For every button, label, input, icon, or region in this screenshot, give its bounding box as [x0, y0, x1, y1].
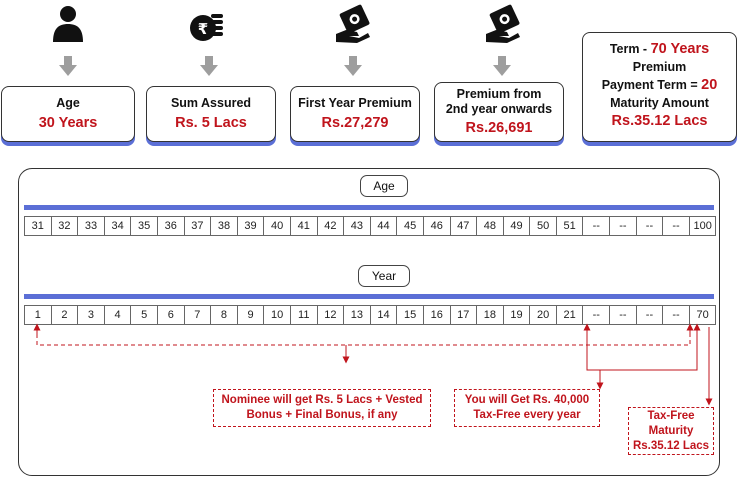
year-cell: 9 [236, 305, 265, 325]
year-cell: 17 [449, 305, 478, 325]
later-premium-value: Rs.26,691 [465, 119, 533, 136]
maturity-note-line-1: Tax-Free [647, 409, 695, 422]
down-arrow-icon [200, 56, 218, 76]
sum-assured-value: Rs. 5 Lacs [175, 114, 247, 131]
age-card-label: Age [56, 95, 80, 110]
year-cell: 7 [183, 305, 212, 325]
year-cell: 2 [50, 305, 79, 325]
payment-term-label: Payment Term = [601, 78, 702, 92]
age-cell: 50 [529, 216, 557, 236]
sum-assured-label: Sum Assured [170, 95, 252, 110]
year-cell: 14 [369, 305, 398, 325]
year-cell: -- [609, 305, 637, 325]
year-cell: 16 [422, 305, 451, 325]
year-cell: 15 [396, 305, 424, 325]
age-cell: 31 [24, 216, 52, 236]
age-cell: 45 [396, 216, 424, 236]
age-cell: -- [662, 216, 690, 236]
age-cell: 47 [449, 216, 478, 236]
sum-assured-card: Sum Assured Rs. 5 Lacs [146, 86, 276, 142]
age-cell: -- [609, 216, 637, 236]
maturity-amount-value: Rs.35.12 Lacs [611, 113, 708, 129]
year-cell: 10 [263, 305, 291, 325]
down-arrow-icon [59, 56, 77, 76]
year-cell: 8 [210, 305, 238, 325]
income-note-line-1: You will Get Rs. 40,000 [464, 394, 590, 406]
age-card: Age 30 Years [1, 86, 135, 142]
later-premium-label: Premium from 2nd year onwards [445, 86, 553, 116]
down-arrow-icon [493, 56, 511, 76]
year-cell: 21 [555, 305, 584, 325]
age-cell: 43 [343, 216, 371, 236]
year-cell: 1 [24, 305, 52, 325]
age-cell: 35 [130, 216, 158, 236]
year-cell: 4 [103, 305, 132, 325]
year-cell: -- [662, 305, 690, 325]
age-cell: 41 [289, 216, 318, 236]
age-cell: 44 [369, 216, 398, 236]
rupee-coins-icon: ₹ [190, 14, 223, 41]
age-cell: 32 [50, 216, 79, 236]
down-arrow-icon [344, 56, 362, 76]
term-card: Term - 70 Years Premium Payment Term = 2… [582, 32, 737, 142]
first-year-premium-card: First Year Premium Rs.27,279 [290, 86, 420, 142]
term-value: 70 Years [650, 41, 710, 57]
age-heading: Age [360, 175, 408, 197]
payment-term-value: 20 [701, 77, 718, 93]
premium-line: Premium [632, 60, 687, 74]
nominee-note-line-1: Nominee will get Rs. 5 Lacs + Vested [221, 394, 423, 406]
age-cell: 100 [688, 216, 717, 236]
age-cell: 34 [103, 216, 132, 236]
maturity-amount-line: Maturity Amount [610, 96, 709, 110]
first-year-premium-label: First Year Premium [298, 95, 412, 110]
age-cell: -- [635, 216, 664, 236]
year-cell: -- [635, 305, 664, 325]
year-cell: -- [582, 305, 611, 325]
age-cell: 48 [476, 216, 504, 236]
maturity-note-line-3: Rs.35.12 Lacs [632, 439, 710, 452]
age-cell: 42 [316, 216, 345, 236]
year-cell: 18 [476, 305, 504, 325]
year-cell: 12 [316, 305, 345, 325]
year-bar [24, 294, 714, 299]
age-cell: 37 [183, 216, 212, 236]
term-label: Term - [609, 42, 651, 56]
age-cell: 33 [77, 216, 105, 236]
age-cell: 38 [210, 216, 238, 236]
age-cell: 39 [236, 216, 265, 236]
year-cell: 3 [77, 305, 105, 325]
year-cell: 19 [502, 305, 531, 325]
income-note: You will Get Rs. 40,000 Tax-Free every y… [454, 389, 600, 427]
maturity-note: Tax-Free Maturity Rs.35.12 Lacs [628, 407, 714, 455]
payment-term-line: Payment Term = 20 [583, 76, 736, 94]
nominee-note-line-2: Bonus + Final Bonus, if any [246, 409, 398, 421]
first-year-premium-value: Rs.27,279 [321, 114, 389, 131]
age-cell: 49 [502, 216, 531, 236]
age-cell: 40 [263, 216, 291, 236]
maturity-note-line-2: Maturity [648, 424, 694, 437]
year-cell: 13 [343, 305, 371, 325]
age-cell: 51 [555, 216, 584, 236]
cash-hand-icon [336, 4, 370, 43]
year-heading: Year [358, 265, 410, 287]
year-cell: 6 [156, 305, 185, 325]
income-note-line-2: Tax-Free every year [473, 409, 581, 421]
year-cell: 70 [688, 305, 717, 325]
age-bar [24, 205, 714, 210]
age-cell: 46 [422, 216, 451, 236]
year-cell: 5 [130, 305, 158, 325]
age-cell: 36 [156, 216, 185, 236]
age-card-value: 30 Years [38, 114, 98, 131]
nominee-note: Nominee will get Rs. 5 Lacs + Vested Bon… [213, 389, 431, 427]
cash-hand-icon [486, 4, 520, 43]
year-cell: 11 [289, 305, 318, 325]
svg-text:₹: ₹ [198, 20, 208, 38]
year-cell: 20 [529, 305, 557, 325]
later-premium-card: Premium from 2nd year onwards Rs.26,691 [434, 82, 564, 142]
person-icon [53, 6, 83, 42]
term-line: Term - 70 Years [583, 40, 736, 58]
age-cell: -- [582, 216, 611, 236]
